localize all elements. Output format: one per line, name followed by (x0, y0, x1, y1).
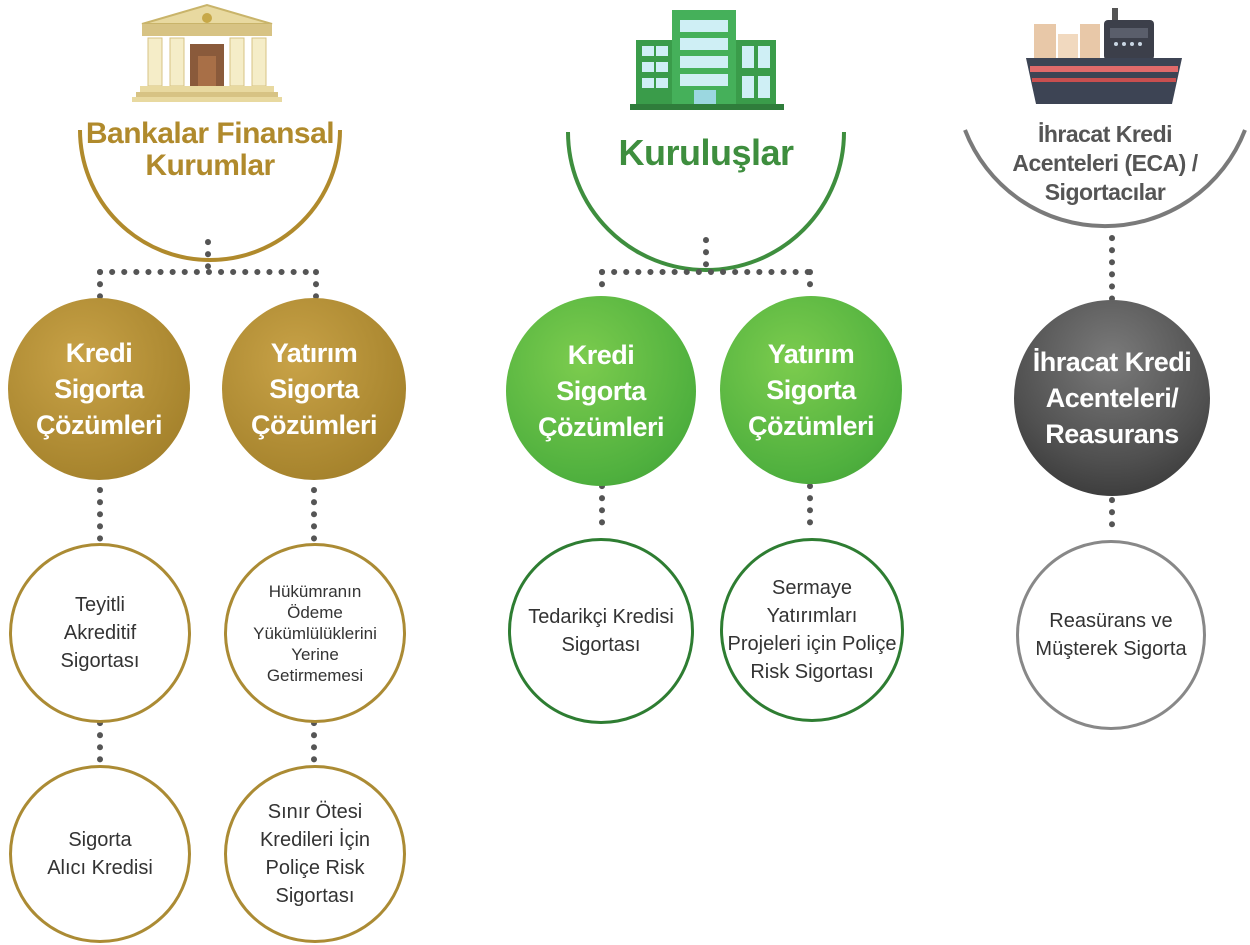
arc-bank (78, 129, 342, 262)
solution-investment-insurance-org[interactable]: Yatırım Sigorta Çözümleri (720, 296, 902, 484)
product-sovereign-non-payment[interactable]: Hükümranın Ödeme Yükümlülüklerini Yerine… (224, 543, 406, 723)
cargo-ship-icon (1026, 8, 1182, 104)
office-building-icon (630, 10, 784, 110)
solution-eca-reinsurance[interactable]: İhracat Kredi Acenteleri/ Reasurans (1014, 300, 1210, 496)
product-supplier-credit-insurance[interactable]: Tedarikçi Kredisi Sigortası (508, 538, 694, 724)
arc-org (566, 131, 846, 272)
bank-building-icon (132, 3, 282, 102)
product-buyer-credit-insurance[interactable]: Sigorta Alıcı Kredisi (9, 765, 191, 943)
group-title-banks: Bankalar Finansal Kurumlar (85, 117, 335, 182)
product-reinsurance-coinsurance[interactable]: Reasürans ve Müşterek Sigorta (1016, 540, 1206, 730)
solution-credit-insurance-org[interactable]: Kredi Sigorta Çözümleri (506, 296, 696, 486)
group-title-eca: İhracat Kredi Acenteleri (ECA) / Sigorta… (1012, 121, 1198, 205)
solution-investment-insurance-bank[interactable]: Yatırım Sigorta Çözümleri (222, 298, 406, 480)
product-capital-investment-policy[interactable]: Sermaye Yatırımları Projeleri için Poliç… (720, 538, 904, 722)
arc-eca (963, 129, 1247, 229)
group-title-organizations: Kuruluşlar (618, 132, 794, 173)
product-cross-border-loan-policy[interactable]: Sınır Ötesi Kredileri İçin Poliçe Risk S… (224, 765, 406, 943)
product-confirmed-letter-of-credit[interactable]: Teyitli Akreditif Sigortası (9, 543, 191, 723)
solution-credit-insurance-bank[interactable]: Kredi Sigorta Çözümleri (8, 298, 190, 480)
